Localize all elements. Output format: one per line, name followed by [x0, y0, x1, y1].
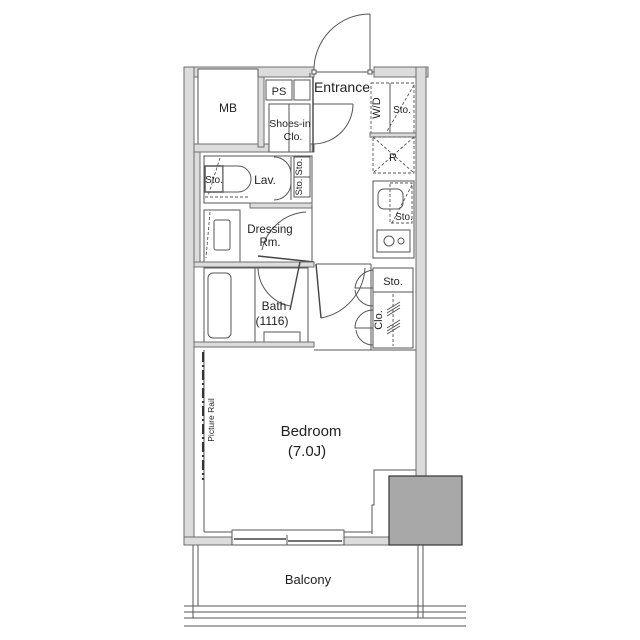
lavatory: Sto. Lav. Sto. Sto.	[193, 151, 313, 263]
balcony-label: Balcony	[285, 572, 332, 587]
bathroom: Bath (1116)	[193, 261, 315, 348]
balcony: Balcony	[184, 545, 466, 627]
bedroom-size-label: (7.0J)	[288, 443, 326, 460]
ps-label: PS	[272, 86, 287, 98]
lav-label: Lav.	[254, 173, 276, 187]
dressing-label: Dressing	[247, 224, 292, 236]
bedroom: Picture Rail Bedroom (7.0J)	[202, 349, 416, 534]
sto-closet-label: Sto.	[383, 276, 403, 288]
entrance-door	[309, 13, 374, 77]
bedroom-label: Bedroom	[281, 423, 342, 440]
refrigerator-space: R	[372, 136, 415, 174]
entrance-label: Entrance	[314, 79, 370, 95]
bath-size-label: (1116)	[256, 314, 289, 328]
pipe-shaft	[388, 475, 463, 546]
kitchen: Sto.	[372, 180, 415, 259]
entrance-inner-door: Entrance	[312, 79, 370, 145]
sto-wd-label: Sto.	[393, 105, 411, 116]
clo-label: Clo.	[373, 310, 385, 330]
picture-rail-label: Picture Rail	[206, 398, 216, 442]
bath-label: Bath	[262, 299, 287, 313]
refrigerator-label: R	[389, 152, 397, 164]
dressing-label-2: Rm.	[259, 237, 280, 249]
mb-room: MB	[193, 68, 315, 153]
closet-area: Sto. Clo.	[354, 264, 414, 350]
sto-lav-label-2: Sto.	[294, 179, 305, 196]
balcony-window	[231, 529, 345, 546]
shoes-in-clo-label-2: Clo.	[284, 131, 303, 143]
ps-and-shoes-closet: PS Shoes-in Clo.	[265, 77, 314, 153]
corridor-door	[315, 263, 371, 319]
sto-lav-label-1: Sto.	[294, 159, 305, 176]
dressing-room: Dressing Rm.	[203, 205, 315, 265]
wd-label: W/D	[371, 97, 383, 118]
sto-kitchen-label: Sto.	[395, 212, 413, 223]
washer-dryer-area: W/D Sto.	[369, 82, 417, 138]
shoes-in-clo-label: Shoes-in	[269, 118, 311, 130]
mb-label: MB	[219, 101, 237, 115]
sto-lav-toilet-label: Sto.	[205, 175, 223, 186]
